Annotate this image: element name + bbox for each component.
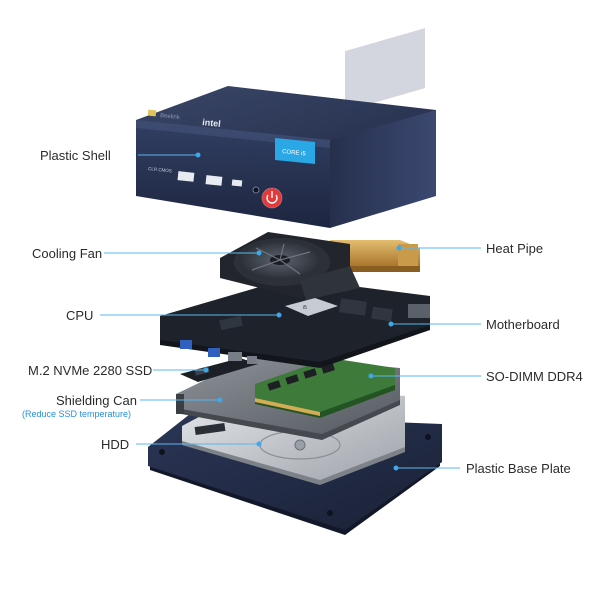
leader-lines — [100, 152, 481, 471]
usb-port — [205, 175, 223, 186]
label-shielding-can: Shielding Can — [56, 393, 137, 408]
label-sodimm: SO-DIMM DDR4 — [486, 369, 583, 384]
cooling-fan — [220, 232, 360, 300]
label-cpu: CPU — [66, 308, 94, 323]
clr-cmos-label: CLR CMOS — [148, 166, 172, 173]
plastic-shell: Beelink intel CORE i5 CLR CMOS — [136, 28, 436, 228]
label-shielding-can-note: (Reduce SSD temperature) — [22, 409, 132, 419]
label-base-plate: Plastic Base Plate — [466, 461, 571, 476]
sodimm-ddr4 — [255, 358, 395, 418]
intel-core-badge-text: CORE i5 — [282, 149, 307, 158]
label-plastic-shell: Plastic Shell — [40, 148, 111, 163]
cpu-chip-text: i5 — [303, 305, 307, 311]
usb-c-port — [231, 179, 243, 187]
intel-core-badge — [275, 138, 315, 164]
usb-port — [177, 171, 195, 182]
cpu-chip — [285, 298, 338, 316]
intel-logo: intel — [202, 117, 221, 129]
brand-logo: Beelink — [160, 113, 181, 121]
beelink-logo-icon — [147, 109, 157, 117]
label-heat-pipe: Heat Pipe — [486, 241, 544, 256]
label-motherboard: Motherboard — [486, 317, 560, 332]
label-ssd: M.2 NVMe 2280 SSD — [28, 363, 153, 378]
audio-jack — [252, 186, 260, 194]
power-icon — [266, 194, 278, 204]
label-cooling-fan: Cooling Fan — [32, 246, 103, 261]
vent-grille — [345, 28, 425, 112]
label-hdd: HDD — [101, 437, 130, 452]
motherboard: i5 — [160, 278, 430, 368]
